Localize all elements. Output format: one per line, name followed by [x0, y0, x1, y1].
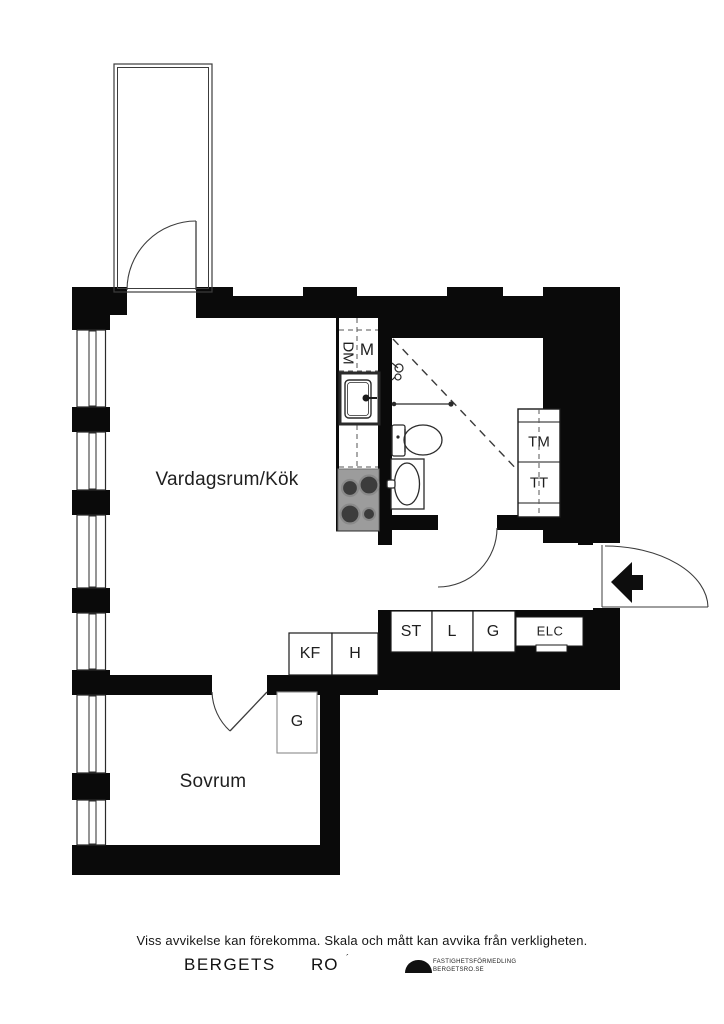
window-icon — [76, 612, 107, 671]
elc-box — [515, 616, 584, 647]
left-wall-windows — [76, 329, 107, 846]
disclaimer-text: Viss avvikelse kan förekomma. Skala och … — [136, 933, 588, 948]
bathroom-door-swing-arc — [437, 527, 498, 588]
wall-bathroom-top — [390, 318, 543, 338]
window-icon — [76, 514, 107, 589]
wall-top-notch2 — [357, 296, 447, 318]
room-label-living: Vardagsrum/Kök — [155, 469, 299, 490]
entrance-arrow-icon — [611, 562, 643, 603]
living-cabinets — [288, 632, 379, 676]
wall-bottom — [72, 845, 340, 875]
window-icon — [76, 329, 107, 408]
wall-top-seg2 — [303, 287, 357, 318]
window-icon — [76, 431, 107, 491]
label-h: H — [349, 645, 361, 662]
balcony-door-swing-arc — [126, 220, 197, 291]
stove-icon — [337, 468, 380, 532]
laundry-unit — [517, 408, 561, 518]
window-icon — [76, 799, 107, 846]
toilet-icon — [391, 424, 443, 457]
wall-top-left-step — [72, 315, 110, 330]
window-icon — [76, 694, 107, 774]
bedroom-door-leaf — [229, 691, 268, 732]
cabinet-h-box — [331, 632, 379, 676]
bedroom-door-swing-arc — [211, 691, 231, 732]
elc-tab — [535, 644, 568, 653]
wall-left-pillar2 — [72, 407, 110, 432]
brand-name-part1: BERGETS — [184, 955, 276, 974]
label-kf-fridge: KF — [299, 645, 321, 662]
brand-tagline-line2: BERGETSRO.SE — [433, 967, 484, 973]
label-tt-dryer: TT — [529, 474, 549, 492]
brand-dome-icon — [405, 960, 432, 973]
label-elc: ELC — [536, 623, 564, 639]
label-l: L — [447, 623, 457, 640]
wall-top-left-corner — [72, 287, 127, 315]
cabinet-g-bedroom-box — [276, 691, 318, 754]
balcony — [113, 63, 213, 293]
wall-left-pillar3 — [72, 490, 110, 515]
label-g-hall: G — [486, 623, 500, 640]
balcony-outer-line — [113, 63, 213, 293]
sink-icon — [338, 371, 381, 426]
label-tm-washer: TM — [528, 433, 550, 451]
room-label-bedroom: Sovrum — [179, 771, 247, 792]
wall-bath-bottom-right — [497, 515, 593, 530]
label-st: ST — [400, 623, 422, 640]
label-m-micro: M — [359, 340, 375, 359]
wall-left-pillar5 — [72, 670, 110, 695]
wall-entrance-step — [578, 515, 593, 545]
entrance-door-swing-arc — [604, 545, 709, 608]
doors — [211, 527, 709, 732]
kitchen-counter-edge — [336, 318, 339, 531]
wall-left-pillar4 — [72, 588, 110, 613]
balcony-inner-line — [117, 67, 209, 289]
wall-bedroom-right — [320, 677, 340, 875]
label-g-bedroom: G — [290, 713, 304, 730]
label-dm-dishwasher: DM — [339, 341, 357, 365]
shower-rail — [391, 401, 454, 407]
wall-kitchen-bath-divider — [378, 318, 392, 545]
wall-divider-left — [108, 675, 212, 695]
hall-cabinets — [390, 610, 584, 653]
cabinet-l-box — [431, 610, 474, 653]
wall-left-pillar6 — [72, 773, 110, 800]
cabinet-g-hall-box — [472, 610, 516, 653]
brand-trademark: ´ — [346, 953, 349, 963]
wall-bath-bottom-left — [378, 515, 438, 530]
wall-top-seg3 — [447, 287, 503, 318]
kitchen-counter — [336, 318, 381, 532]
wall-top-notch1 — [233, 296, 303, 318]
brand-tagline-line1: FASTIGHETSFÖRMEDLING — [433, 959, 517, 965]
washbasin-icon — [386, 458, 425, 510]
shower-head-icon — [391, 362, 404, 381]
brand-tagline: FASTIGHETSFÖRMEDLING BERGETSRO.SE — [433, 958, 516, 974]
brand-name-part2: RO — [311, 955, 339, 974]
